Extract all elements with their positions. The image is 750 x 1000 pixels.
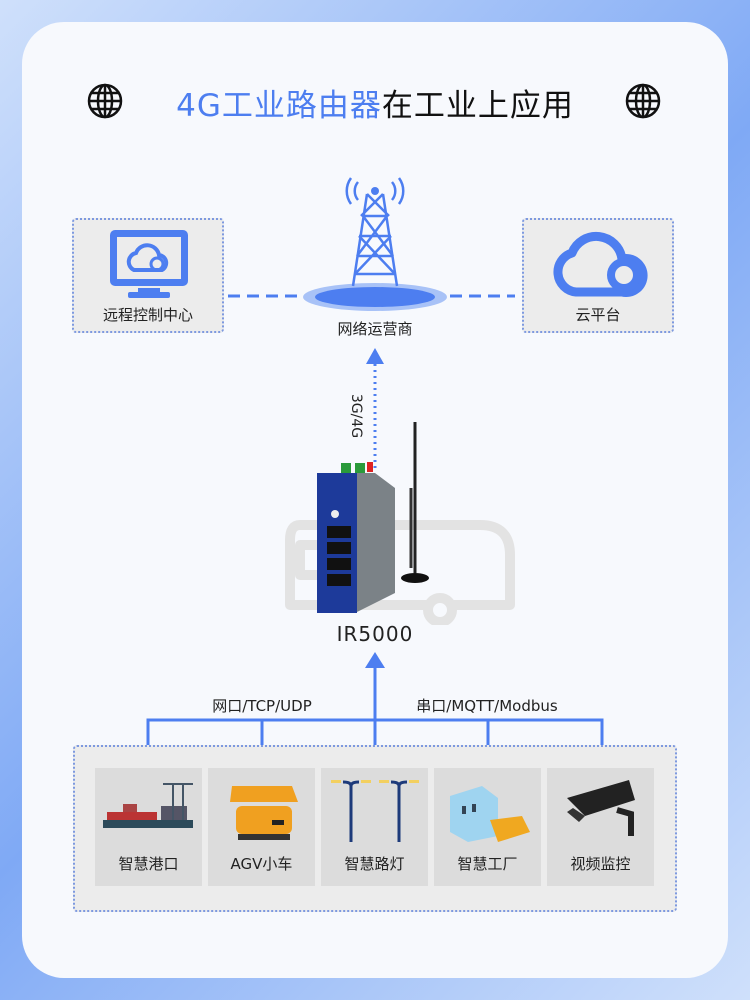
app-label: AGV小车 xyxy=(230,855,293,873)
page-title: 4G工业路由器在工业上应用 xyxy=(0,80,750,125)
app-label: 智慧港口 xyxy=(118,855,179,873)
title-rest: 在工业上应用 xyxy=(381,88,574,124)
agv-robot-icon xyxy=(230,786,298,840)
cloud-platform-label: 云平台 xyxy=(575,306,621,324)
control-center-box: 远程控制中心 xyxy=(72,218,224,333)
monitor-cloud-icon xyxy=(110,230,188,298)
cloud-platform-box: 云平台 xyxy=(522,218,674,333)
cloud-icon xyxy=(553,231,648,297)
cctv-camera-icon xyxy=(567,780,635,836)
operator-label: 网络运营商 xyxy=(337,320,413,338)
title-highlight: 4G工业路由器 xyxy=(176,88,382,124)
street-lamp-icon xyxy=(331,780,419,842)
app-smart-port: 智慧港口 xyxy=(95,768,202,886)
port-ship-icon xyxy=(103,783,193,828)
protocol-label-right: 串口/MQTT/Modbus xyxy=(416,697,558,715)
globe-icon xyxy=(87,83,123,119)
router-device-image xyxy=(317,422,429,613)
protocol-label-left: 网口/TCP/UDP xyxy=(212,697,312,715)
app-smart-factory: 智慧工厂 xyxy=(434,768,541,886)
app-video-surveillance: 视频监控 xyxy=(547,768,654,886)
app-street-light: 智慧路灯 xyxy=(321,768,428,886)
globe-icon xyxy=(625,83,661,119)
control-center-label: 远程控制中心 xyxy=(102,306,193,324)
cell-tower-icon xyxy=(303,177,447,311)
app-agv: AGV小车 xyxy=(208,768,315,886)
app-label: 智慧工厂 xyxy=(457,855,518,873)
app-label: 视频监控 xyxy=(570,855,631,873)
router-model-label: IR5000 xyxy=(336,622,414,646)
factory-truck-icon xyxy=(450,786,530,842)
app-label: 智慧路灯 xyxy=(344,855,405,873)
